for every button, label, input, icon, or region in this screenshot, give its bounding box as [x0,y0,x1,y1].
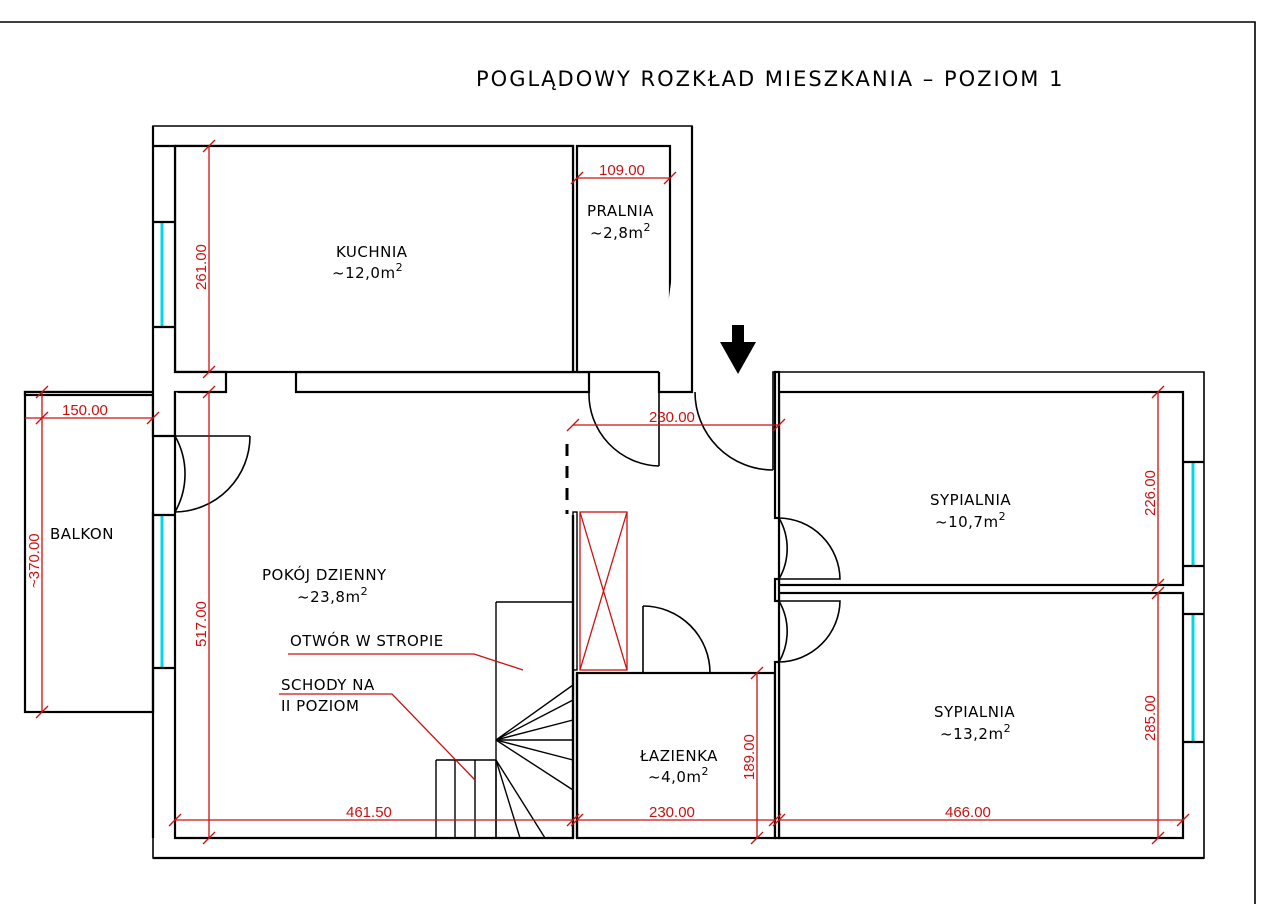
dim-balkon-height: ~370.00 [26,533,43,588]
dim-sypialnia1-height: 226.00 [1142,470,1159,516]
dim-pralnia-width: 109.00 [599,162,645,179]
windows [153,220,1204,744]
room-lazienka-name: ŁAZIENKA [639,747,718,765]
entrance-arrow-icon [720,325,756,374]
dim-pokoj-height: 517.00 [193,601,210,647]
room-sypialnia1-name: SYPIALNIA [930,491,1011,509]
room-kuchnia-area: ~12,0m2 [332,261,403,282]
plan-title: POGLĄDOWY ROZKŁAD MIESZKANIA – POZIOM 1 [476,67,1064,91]
room-balkon-name: BALKON [50,525,114,543]
annotation-schody-line1: SCHODY NA [281,676,375,694]
balcony [23,390,155,714]
stairs [435,601,574,839]
dim-sypialnia2-width: 466.00 [945,804,991,821]
room-lazienka-area: ~4,0m2 [648,765,709,786]
shaft [572,511,628,671]
dim-hall-width: 230.00 [649,409,695,426]
room-kuchnia-name: KUCHNIA [336,243,408,261]
room-pokoj-area: ~23,8m2 [297,585,368,606]
room-labels: KUCHNIA ~12,0m2 PRALNIA ~2,8m2 POKÓJ DZI… [50,202,1015,786]
dim-balkon-width: 150.00 [62,402,108,419]
sheet-frame [0,21,1256,904]
room-pokoj-name: POKÓJ DZIENNY [262,565,387,584]
room-sypialnia2-area: ~13,2m2 [940,722,1011,743]
room-pralnia-name: PRALNIA [587,202,654,220]
dim-lazienka-height: 189.00 [741,734,758,780]
dim-kuchnia-height: 261.00 [193,244,210,290]
walls [151,126,1204,860]
dim-pokoj-width: 461.50 [346,804,392,821]
annotation-otwor: OTWÓR W STROPIE [290,631,444,650]
annotations: OTWÓR W STROPIE SCHODY NA II POZIOM [279,631,524,781]
dim-lazienka-width: 230.00 [649,804,695,821]
room-sypialnia2-name: SYPIALNIA [934,703,1015,721]
room-sypialnia1-area: ~10,7m2 [935,510,1006,531]
dim-sypialnia2-height: 285.00 [1142,695,1159,741]
dimension-lines [25,139,1190,845]
dimension-labels: 261.00 109.00 230.00 150.00 ~370.00 517.… [26,162,1159,821]
annotation-schody-line2: II POZIOM [281,697,359,715]
room-pralnia-area: ~2,8m2 [590,221,651,242]
